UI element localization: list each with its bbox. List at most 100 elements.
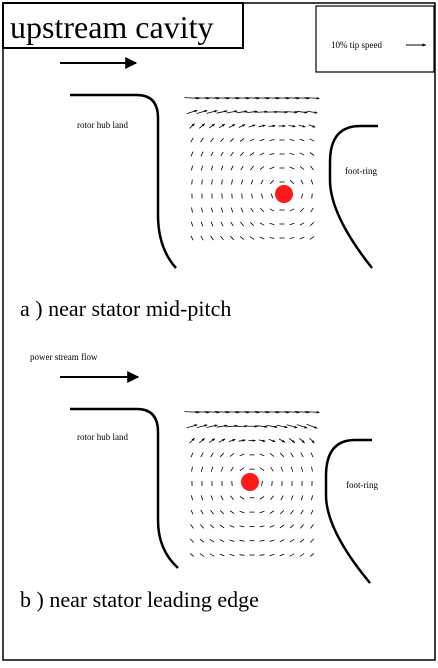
field-a-vector xyxy=(312,194,313,199)
field-b-vector xyxy=(280,510,284,514)
field-a-vector xyxy=(199,124,204,129)
vortex-marker-a xyxy=(275,185,293,203)
field-a-vector xyxy=(299,125,306,127)
field-a-vector xyxy=(211,152,213,156)
field-a-vector xyxy=(302,194,303,199)
field-a-vector xyxy=(260,223,264,226)
field-b-vector xyxy=(262,481,263,486)
field-b-vector xyxy=(191,510,193,514)
field-b-vector xyxy=(227,426,238,427)
field-b-vector xyxy=(311,510,313,514)
field-a-vector xyxy=(290,167,295,169)
field-b-vector xyxy=(192,467,193,472)
field-a-vector xyxy=(270,180,274,184)
field-b-vector xyxy=(290,539,294,542)
field-a-vector xyxy=(221,152,224,156)
field-a-vector xyxy=(260,237,265,239)
panel-a: rotor hub land foot-ring a ) near stator… xyxy=(20,63,378,321)
field-b-vector xyxy=(199,438,204,443)
field-a-vector xyxy=(300,153,304,155)
velocity-field-a xyxy=(185,98,320,241)
field-a-vector xyxy=(209,124,215,128)
field-a-vector xyxy=(310,222,314,225)
field-a-vector xyxy=(301,180,303,184)
field-b-vector xyxy=(201,495,203,500)
field-b-vector xyxy=(210,554,214,556)
field-b-vector xyxy=(300,539,304,542)
field-a-vector xyxy=(211,138,214,142)
field-a-vector xyxy=(311,180,313,185)
field-b-vector xyxy=(229,439,236,441)
field-a-vector xyxy=(270,140,275,141)
field-a-vector xyxy=(290,180,294,184)
field-b-vector xyxy=(310,539,313,543)
field-a-vector xyxy=(239,125,245,128)
field-b-vector xyxy=(301,510,304,514)
field-a-vector xyxy=(290,223,295,224)
flow-label-b: power stream flow xyxy=(30,352,98,362)
foot-ring-label-b: foot-ring xyxy=(346,480,378,490)
field-a-vector xyxy=(290,209,294,211)
field-b-vector xyxy=(291,467,293,472)
field-a-vector xyxy=(310,139,314,141)
field-a-vector xyxy=(270,238,275,239)
field-a-vector xyxy=(260,139,265,141)
field-b-vector xyxy=(239,440,246,441)
field-a-vector xyxy=(212,180,213,185)
field-b-vector xyxy=(257,426,268,427)
field-a-vector xyxy=(271,194,273,199)
field-b-vector xyxy=(280,453,283,457)
field-b-vector xyxy=(312,467,313,472)
field-a-vector xyxy=(259,125,266,127)
field-b-vector xyxy=(279,439,285,442)
field-b-vector xyxy=(270,525,275,527)
field-a-vector xyxy=(290,140,295,141)
field-b-vector xyxy=(207,425,218,427)
field-b-vector xyxy=(300,554,304,557)
vortex-marker-b xyxy=(241,473,259,491)
field-a-vector xyxy=(221,236,224,240)
field-b-vector xyxy=(231,467,234,471)
field-b-vector xyxy=(220,540,224,542)
field-b-vector xyxy=(267,425,278,427)
field-a-vector xyxy=(192,180,193,185)
field-a-vector xyxy=(300,223,304,226)
field-b-vector xyxy=(281,496,283,500)
field-b-vector xyxy=(221,467,223,472)
foot-ring-wall-a xyxy=(330,126,378,268)
field-a-vector xyxy=(251,208,254,212)
field-b-vector xyxy=(301,495,303,500)
field-b-vector xyxy=(260,555,265,556)
field-a-vector xyxy=(310,166,313,170)
field-b-vector xyxy=(230,453,234,456)
field-b-vector xyxy=(260,511,265,513)
scale-legend: 10% tip speed xyxy=(316,6,434,72)
field-b-vector xyxy=(240,555,245,556)
field-b-vector xyxy=(209,439,215,443)
field-b-vector xyxy=(197,425,208,428)
field-b-vector xyxy=(277,425,288,427)
field-a-vector xyxy=(201,222,203,227)
field-b-vector xyxy=(260,497,264,500)
field-b-vector xyxy=(191,453,193,458)
field-b-vector xyxy=(290,525,294,528)
field-a-vector xyxy=(300,139,305,141)
field-b-vector xyxy=(307,424,317,428)
field-b-vector xyxy=(230,554,235,555)
field-a-vector xyxy=(220,138,223,142)
field-b-vector xyxy=(210,525,214,528)
field-b-vector xyxy=(191,495,192,500)
field-a-vector xyxy=(221,222,223,226)
field-b-vector xyxy=(260,454,265,456)
field-a-vector xyxy=(250,153,254,156)
field-b-vector xyxy=(230,511,234,514)
field-a-vector xyxy=(260,208,263,212)
field-b-vector xyxy=(311,495,312,500)
field-b-vector xyxy=(240,468,244,471)
field-a-vector xyxy=(190,124,195,129)
rotor-hub-label-b: rotor hub land xyxy=(77,432,128,442)
field-b-vector xyxy=(187,425,198,428)
field-a-vector xyxy=(237,111,248,113)
field-b-vector xyxy=(201,453,203,457)
